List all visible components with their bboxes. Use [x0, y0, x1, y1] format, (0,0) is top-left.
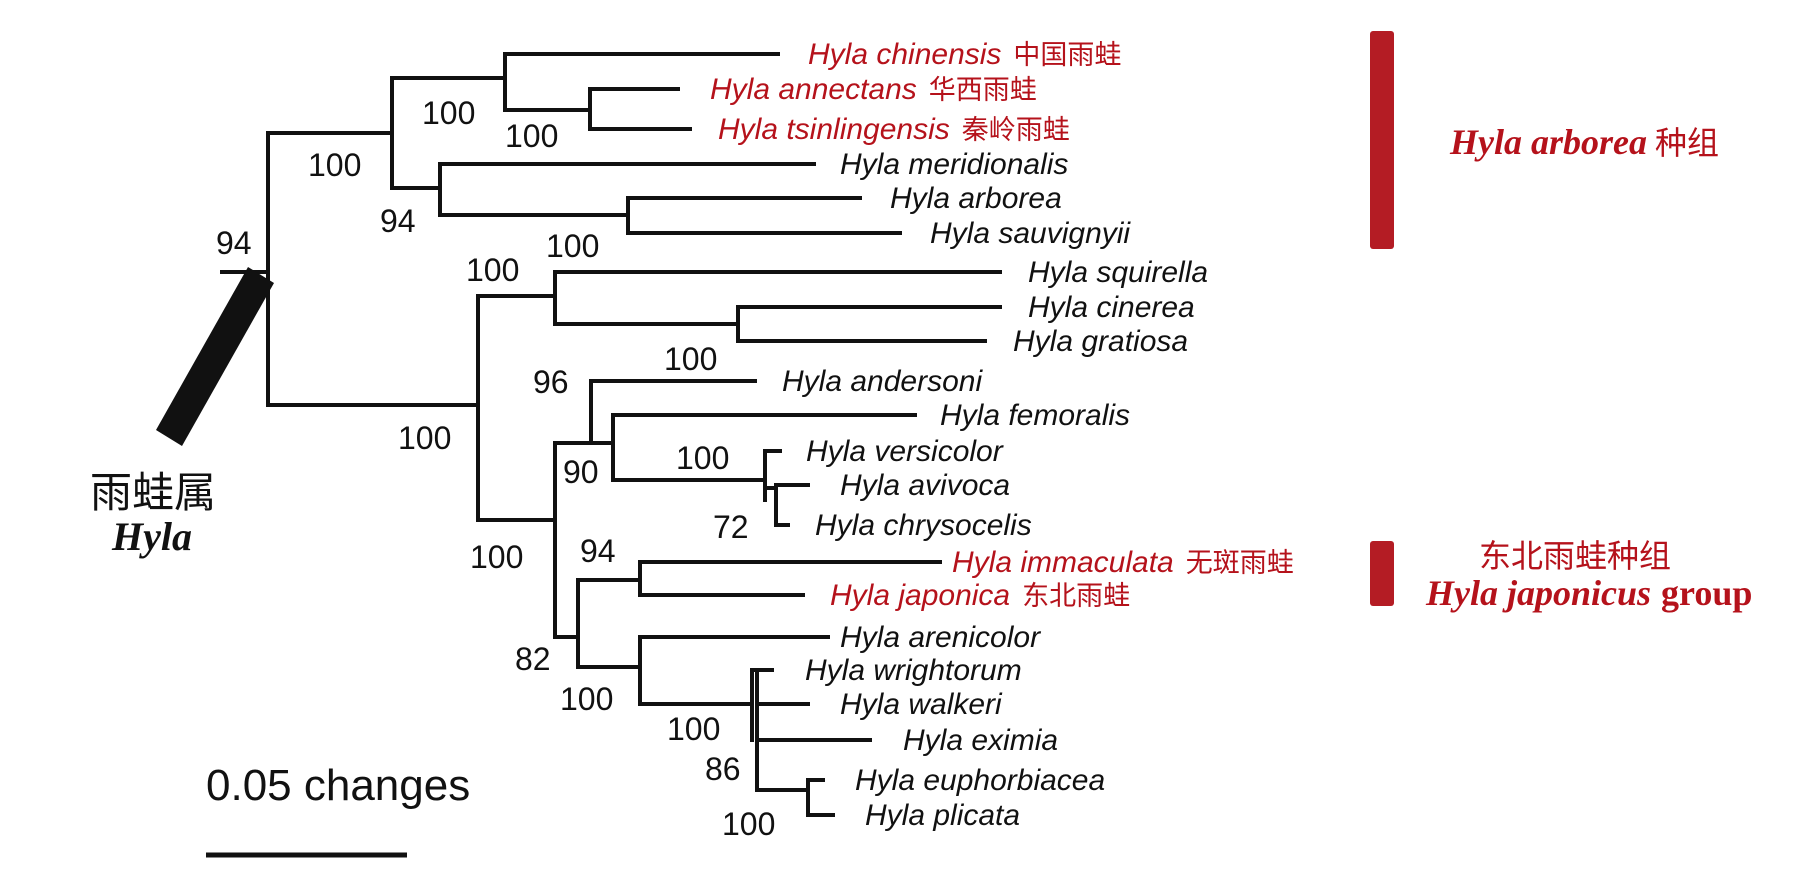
support-value: 100 — [398, 420, 451, 456]
support-value: 100 — [546, 228, 599, 264]
taxon-label-arenicolor: Hyla arenicolor — [840, 621, 1041, 654]
taxon-label-walkeri: Hyla walkeri — [840, 688, 1003, 721]
support-value: 86 — [705, 751, 741, 787]
taxon-label-eximia: Hyla eximia — [903, 724, 1058, 757]
taxon-label-euphorbiacea: Hyla euphorbiacea — [855, 764, 1105, 797]
support-value: 94 — [216, 225, 252, 261]
support-value: 90 — [563, 454, 599, 490]
taxon-label-arborea: Hyla arborea — [890, 182, 1062, 215]
taxon-label-chrysocelis: Hyla chrysocelis — [815, 509, 1032, 542]
tree-branches — [220, 52, 1002, 817]
support-value: 100 — [676, 440, 729, 476]
taxon-label-meridionalis: Hyla meridionalis — [840, 148, 1068, 181]
support-value: 100 — [505, 118, 558, 154]
support-value: 100 — [667, 711, 720, 747]
support-value: 100 — [722, 806, 775, 842]
taxon-label-squirella: Hyla squirella — [1028, 256, 1208, 289]
support-value: 82 — [515, 641, 551, 677]
support-value: 72 — [713, 509, 749, 545]
taxon-label-versicolor: Hyla versicolor — [806, 435, 1004, 468]
genus-label-latin: Hyla — [111, 514, 192, 559]
support-value: 100 — [664, 341, 717, 377]
scale-bar-label: 0.05 changes — [206, 761, 470, 810]
taxon-label-avivoca: Hyla avivoca — [840, 469, 1010, 502]
taxon-label-andersoni: Hyla andersoni — [782, 365, 983, 398]
taxon-label-sauvignyii: Hyla sauvignyii — [930, 217, 1131, 250]
support-value: 94 — [580, 533, 616, 569]
support-values: 100 100 100 94 100 94 100 100 100 96 90 … — [216, 95, 775, 842]
japonicus-group-bar — [1370, 541, 1394, 606]
support-value: 100 — [466, 252, 519, 288]
taxon-label-cinerea: Hyla cinerea — [1028, 291, 1195, 324]
taxon-label-femoralis: Hyla femoralis — [940, 399, 1130, 432]
genus-label-cn: 雨蛙属 — [90, 468, 216, 517]
genus-pointer-bar — [156, 267, 274, 446]
taxon-label-plicata: Hyla plicata — [865, 799, 1020, 832]
support-value: 100 — [308, 147, 361, 183]
support-value: 94 — [380, 203, 416, 239]
taxon-label-gratiosa: Hyla gratiosa — [1013, 325, 1188, 358]
support-value: 100 — [422, 95, 475, 131]
taxon-label-wrightorum: Hyla wrightorum — [805, 654, 1022, 687]
arborea-group-bar — [1370, 31, 1394, 249]
support-value: 100 — [470, 539, 523, 575]
support-value: 96 — [533, 364, 569, 400]
support-value: 100 — [560, 681, 613, 717]
japonicus-group-label-cn: 东北雨蛙种组 — [1479, 537, 1671, 575]
